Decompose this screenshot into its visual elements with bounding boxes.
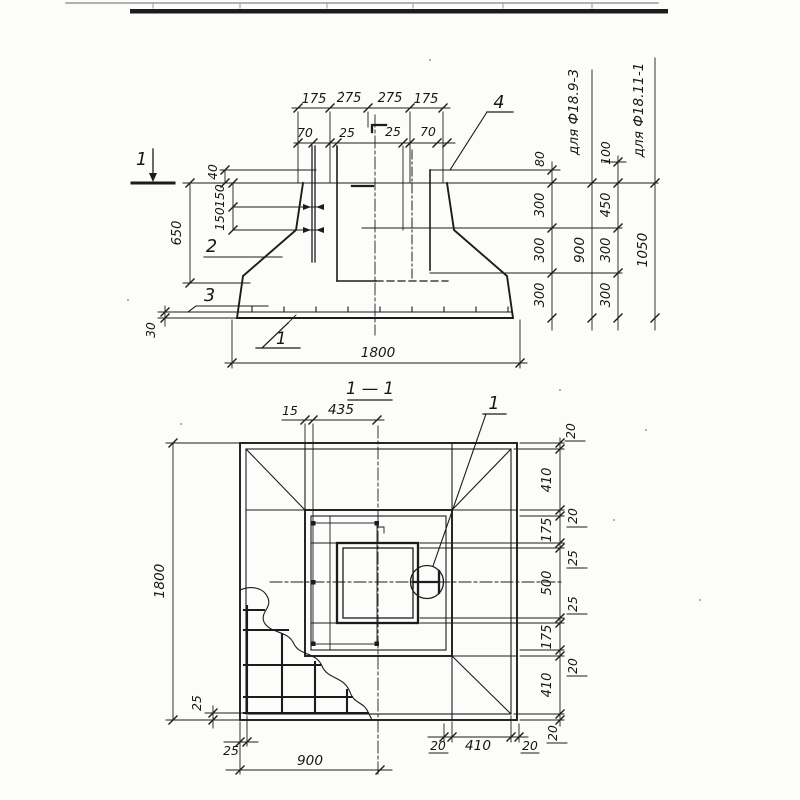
scan-black-bar	[130, 9, 668, 14]
mesh-flag-label: 1	[276, 329, 287, 348]
dim-40: 40	[206, 164, 220, 180]
callout-3-label: 3	[204, 286, 215, 306]
dim-r-20-b: 20	[566, 508, 580, 524]
plan-right-dimensions: 20 410 20 175 25 500 25 175 20 410 20	[419, 423, 588, 744]
dim-r-410-a: 410	[540, 468, 555, 493]
plan-footprint	[239, 442, 518, 721]
dim-15: 15	[282, 404, 298, 418]
scan-noise	[127, 59, 701, 601]
dim-r-20-a: 20	[564, 423, 578, 439]
dim-25-bottom: 25	[223, 744, 239, 758]
elevation-view: 1	[130, 57, 660, 369]
dim-300-b: 300	[533, 238, 548, 263]
dim-25-right: 25	[385, 125, 401, 139]
foundation-outline	[235, 181, 515, 319]
elevation-left-dimensions: 650 40 150 150 2 3 30	[144, 164, 319, 349]
dim-300-c: 300	[533, 283, 548, 308]
dim-r-20-c: 20	[566, 658, 580, 674]
plan-socket: 1	[269, 394, 565, 775]
callout-1-label: 1	[488, 394, 499, 414]
section-mark-label: 1	[136, 150, 147, 170]
dim-25-left: 25	[190, 695, 204, 711]
dim-175-left: 175	[302, 92, 327, 107]
dim-900-total: 900	[572, 237, 588, 263]
dim-175-right: 175	[414, 92, 439, 107]
mesh-stubs	[251, 306, 509, 313]
dim-275-right: 275	[378, 91, 403, 106]
dim-1800-plan: 1800	[152, 564, 168, 599]
column-mark	[370, 123, 388, 134]
dim-900: 900	[297, 753, 323, 769]
plan-title: 1 — 1	[346, 379, 394, 401]
callout-2-label: 2	[206, 237, 217, 257]
chain-label-f18-9-3: для Ф18.9-3	[566, 69, 582, 156]
dim-1800-elevation: 1800	[361, 345, 396, 361]
dim-300-a: 300	[533, 193, 548, 218]
section-arrow-icon	[149, 173, 157, 182]
dim-300-d: 300	[599, 238, 614, 263]
dim-80: 80	[533, 151, 547, 167]
callout-4: 4	[449, 93, 514, 171]
callout-3: 3	[187, 286, 269, 313]
dim-275-left: 275	[337, 91, 362, 106]
dim-150-upper: 150	[213, 184, 227, 208]
chain-label-f18-11-1: для Ф18.11-1	[631, 63, 647, 159]
haunch-edge-tl	[245, 448, 306, 511]
elevation-right-chains: 80 300 300 300 900 для Ф18.9-3 100 450 3…	[533, 57, 660, 331]
dim-r-20-d: 20	[546, 725, 560, 741]
mesh-breakout	[239, 587, 373, 721]
rebar-cage	[312, 522, 378, 645]
dim-435: 435	[328, 402, 354, 418]
break-line	[239, 587, 373, 721]
elevation-bottom-dimension: 1800	[224, 319, 528, 369]
dim-30: 30	[144, 322, 158, 338]
dim-r-175-b: 175	[540, 625, 555, 650]
detail-circle	[409, 564, 445, 600]
dim-100: 100	[599, 141, 613, 165]
plan-bottom-dimensions: 25 900 20 410 20	[223, 715, 540, 775]
dim-150-lower: 150	[213, 207, 227, 231]
dim-70-left: 70	[297, 126, 313, 140]
callout-1: 1	[432, 394, 507, 567]
dim-r-25-b: 25	[566, 596, 580, 612]
dim-650: 650	[170, 221, 185, 246]
dim-r-410-b: 410	[540, 673, 555, 698]
mesh-position-flag: 1	[255, 314, 301, 349]
dim-1050-total: 1050	[635, 233, 651, 268]
anchor-bolts	[303, 145, 324, 263]
dim-20-bottom-b: 20	[522, 739, 538, 753]
dim-r-175-a: 175	[540, 518, 555, 543]
dim-25-left: 25	[339, 126, 355, 140]
haunch-edge-tr	[451, 448, 512, 511]
plan-top-dimensions: 15 435	[281, 402, 385, 522]
dim-410-bottom: 410	[465, 738, 491, 754]
elevation-top-dimensions: 175 275 275 175 70 25 25 70	[291, 91, 456, 184]
plan-view: 1 — 1	[152, 379, 588, 775]
scan-header-artifacts	[65, 2, 668, 14]
dim-300-e: 300	[599, 283, 614, 308]
column-socket	[336, 114, 449, 336]
dim-r-500: 500	[540, 571, 555, 596]
callout-2: 2	[203, 237, 283, 258]
haunch-edge-br	[451, 655, 512, 715]
dim-70-right: 70	[420, 125, 436, 139]
ibeam-icon	[411, 569, 441, 595]
dim-450: 450	[599, 193, 614, 218]
plan-title-label: 1 — 1	[346, 379, 394, 398]
plan-left-dimensions: 1800 25	[152, 438, 245, 729]
section-cut-mark: 1	[130, 148, 176, 185]
callout-4-label: 4	[493, 93, 504, 113]
dim-20-bottom-a: 20	[430, 739, 446, 753]
dim-r-25-a: 25	[566, 550, 580, 566]
